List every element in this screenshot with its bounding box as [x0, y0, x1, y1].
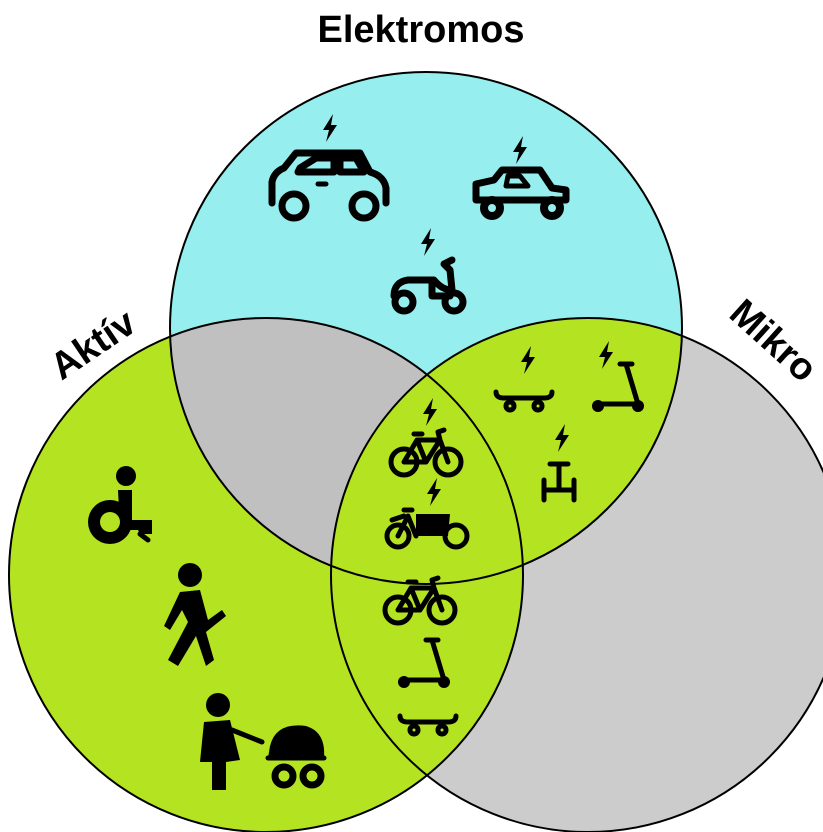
electric-hoverboard-icon [541, 424, 577, 503]
label-elektromos: Elektromos [318, 9, 525, 51]
electric-car-icon [268, 114, 390, 222]
outline-aktiv [8, 317, 524, 832]
outline-mikro [330, 317, 823, 832]
pedestrian-icon [164, 563, 226, 666]
wheelchair-icon [88, 466, 152, 544]
electric-cargo-bike-icon [384, 478, 470, 550]
outline-elektromos [169, 71, 683, 585]
electric-moped-icon [390, 228, 467, 315]
stroller-icon [200, 693, 327, 790]
overlap-all [331, 318, 523, 584]
electric-buggy-icon [472, 136, 570, 220]
